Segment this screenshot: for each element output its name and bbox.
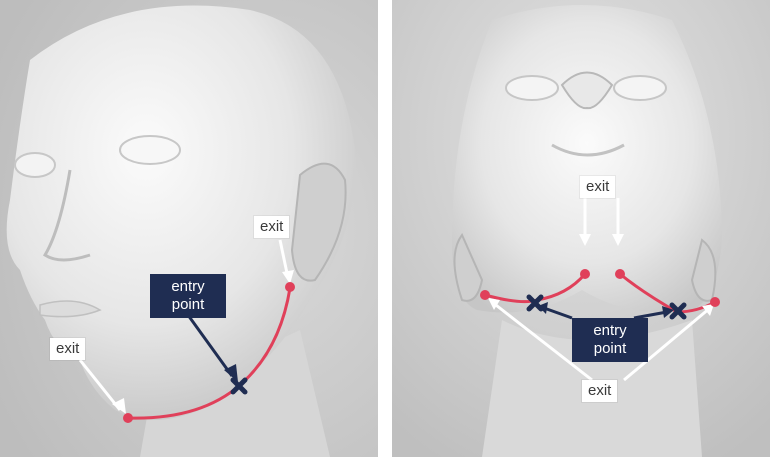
exit-label-top: exit bbox=[580, 176, 615, 198]
eye-shape bbox=[15, 153, 55, 177]
left-face-illustration bbox=[0, 0, 378, 457]
right-face-panel: exit entry point exit bbox=[392, 0, 770, 457]
eye-shape bbox=[506, 76, 558, 100]
exit-label-left: exit bbox=[50, 338, 85, 360]
entry-point-label: entry point bbox=[572, 318, 648, 362]
exit-dot bbox=[480, 290, 490, 300]
eye-shape bbox=[120, 136, 180, 164]
exit-dot bbox=[285, 282, 295, 292]
exit-dot bbox=[710, 297, 720, 307]
exit-dot bbox=[580, 269, 590, 279]
entry-point-label: entry point bbox=[150, 274, 226, 318]
exit-dot bbox=[615, 269, 625, 279]
eye-shape bbox=[614, 76, 666, 100]
exit-label-bottom: exit bbox=[582, 380, 617, 402]
left-face-panel: exit exit entry point bbox=[0, 0, 378, 457]
exit-dot bbox=[123, 413, 133, 423]
exit-label-top: exit bbox=[254, 216, 289, 238]
right-face-illustration bbox=[392, 0, 770, 457]
head-shape bbox=[452, 5, 722, 313]
